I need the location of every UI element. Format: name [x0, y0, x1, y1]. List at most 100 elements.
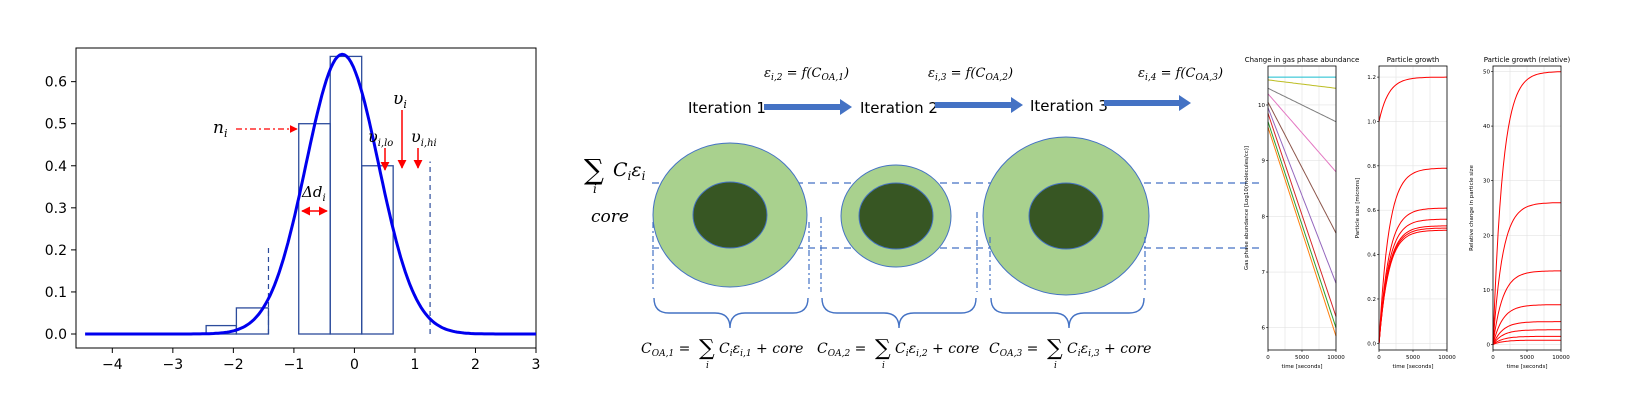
y-tick-label: 0.3 — [45, 201, 67, 217]
y-tick-label: 0.4 — [45, 159, 67, 175]
x-tick-label: 3 — [532, 357, 541, 373]
x-tick-label: −4 — [102, 357, 123, 373]
sum-index: i — [593, 182, 597, 196]
iteration-diagram: εi,2 = f(COA,1) εi,3 = f(COA,2) εi,4 = f… — [584, 66, 1262, 371]
y-tick-label: 0.1 — [45, 285, 67, 301]
brace-2 — [821, 297, 977, 329]
v-i-hi-label: υi,hi — [411, 127, 437, 149]
svg-text:Ciεi,2 + core: Ciεi,2 + core — [895, 341, 979, 359]
series-line — [1267, 121, 1337, 328]
x-axis-label: time [seconds] — [1282, 364, 1323, 370]
series-line — [1492, 321, 1561, 345]
iteration-2-label: Iteration 2 — [860, 99, 938, 117]
brace-3 — [990, 297, 1145, 329]
n-i-label: ni — [213, 118, 227, 140]
bin-edge-dashed-lines — [267, 161, 431, 334]
x-tick-label: 0 — [1377, 355, 1381, 361]
series-line — [1378, 167, 1448, 344]
svg-text:i: i — [1054, 361, 1057, 371]
x-tick-label: −2 — [223, 357, 244, 373]
x-tick-label: −1 — [284, 357, 305, 373]
x-tick-label: 10000 — [1552, 355, 1570, 361]
y-tick-label: 0.2 — [45, 243, 67, 259]
series-line — [1492, 71, 1562, 345]
y-tick-labels: 0.00.10.20.30.40.50.6 — [45, 75, 76, 343]
series-line — [1492, 270, 1561, 345]
vertical-guides — [652, 212, 1146, 292]
sum-label: ∑ i Ciεi core — [584, 153, 646, 227]
y-tick-label: 7 — [1262, 270, 1266, 276]
arrow-iteration-2 — [935, 97, 1023, 113]
x-axis-label: time [seconds] — [1507, 364, 1548, 370]
x-tick-label: 5000 — [1406, 355, 1420, 361]
y-tick-label: 10 — [1483, 288, 1490, 294]
y-tick-label: 9 — [1262, 159, 1266, 165]
y-tick-label: 1.2 — [1367, 75, 1376, 81]
y-tick-label: 1.0 — [1367, 119, 1376, 125]
x-axis-label: time [seconds] — [1393, 364, 1434, 370]
x-tick-label: 1 — [410, 357, 419, 373]
series-line — [1492, 329, 1561, 345]
y-tick-label: 0.4 — [1367, 253, 1376, 259]
y-tick-label: 0.6 — [1367, 208, 1376, 214]
series-line — [1492, 335, 1561, 345]
series-line — [1267, 127, 1337, 337]
series-line — [1267, 87, 1337, 123]
y-tick-label: 0 — [1487, 343, 1491, 349]
svg-text:COA,1 =: COA,1 = — [641, 341, 690, 359]
particle-3-core — [1028, 182, 1104, 250]
particle-1 — [652, 142, 808, 288]
particle-2 — [840, 164, 952, 268]
epsilon-label-1: εi,2 = f(COA,1) — [764, 66, 849, 83]
series-line — [1267, 93, 1337, 173]
x-tick-label: 2 — [471, 357, 480, 373]
svg-text:∑: ∑ — [875, 336, 891, 361]
series-line — [1267, 113, 1337, 317]
distribution-curve — [85, 52, 536, 336]
sum-sigma: ∑ — [584, 153, 604, 186]
x-tick-label: 0 — [350, 357, 359, 373]
y-tick-label: 0.6 — [45, 75, 67, 91]
y-tick-label: 0.0 — [1367, 341, 1376, 347]
delta-d-label: Δdi — [301, 183, 326, 204]
formula-3: COA,3 = ∑ i Ciεi,3 + core — [989, 336, 1151, 371]
v-i-label: υi — [393, 89, 407, 111]
series-line — [1492, 304, 1561, 345]
particle-1-core — [692, 181, 768, 249]
plot-frame — [75, 47, 537, 349]
series-line — [1378, 218, 1447, 344]
y-tick-label: 0.8 — [1367, 164, 1376, 170]
series-line — [1267, 79, 1337, 89]
iteration-3-label: Iteration 3 — [1030, 97, 1108, 115]
series-line — [1378, 76, 1447, 122]
svg-text:COA,3 =: COA,3 = — [989, 341, 1038, 359]
series-line — [1492, 339, 1561, 345]
svg-text:i: i — [882, 361, 885, 371]
x-tick-label: 0 — [1491, 355, 1495, 361]
y-tick-label: 50 — [1483, 69, 1490, 75]
svg-text:i: i — [706, 361, 709, 371]
histogram-bin — [361, 165, 394, 335]
series-line — [1267, 107, 1337, 284]
series-line — [1267, 101, 1337, 234]
y-tick-label: 10 — [1258, 103, 1265, 109]
y-axis-label: Gas phase abundance [Log10(molecules/cc)… — [1244, 146, 1250, 270]
svg-text:Ciεi,3 + core: Ciεi,3 + core — [1067, 341, 1151, 359]
svg-text:COA,2 =: COA,2 = — [817, 341, 866, 359]
particle-3 — [982, 136, 1150, 296]
y-tick-label: 8 — [1262, 214, 1266, 220]
core-label: core — [591, 207, 629, 227]
iteration-1-label: Iteration 1 — [688, 99, 766, 117]
epsilon-label-3: εi,4 = f(COA,3) — [1138, 66, 1223, 83]
x-tick-label: 5000 — [1520, 355, 1534, 361]
y-tick-label: 0.5 — [45, 117, 67, 133]
x-tick-label: 10000 — [1438, 355, 1456, 361]
series-line — [1378, 207, 1447, 344]
arrow-iteration-1 — [764, 99, 852, 115]
